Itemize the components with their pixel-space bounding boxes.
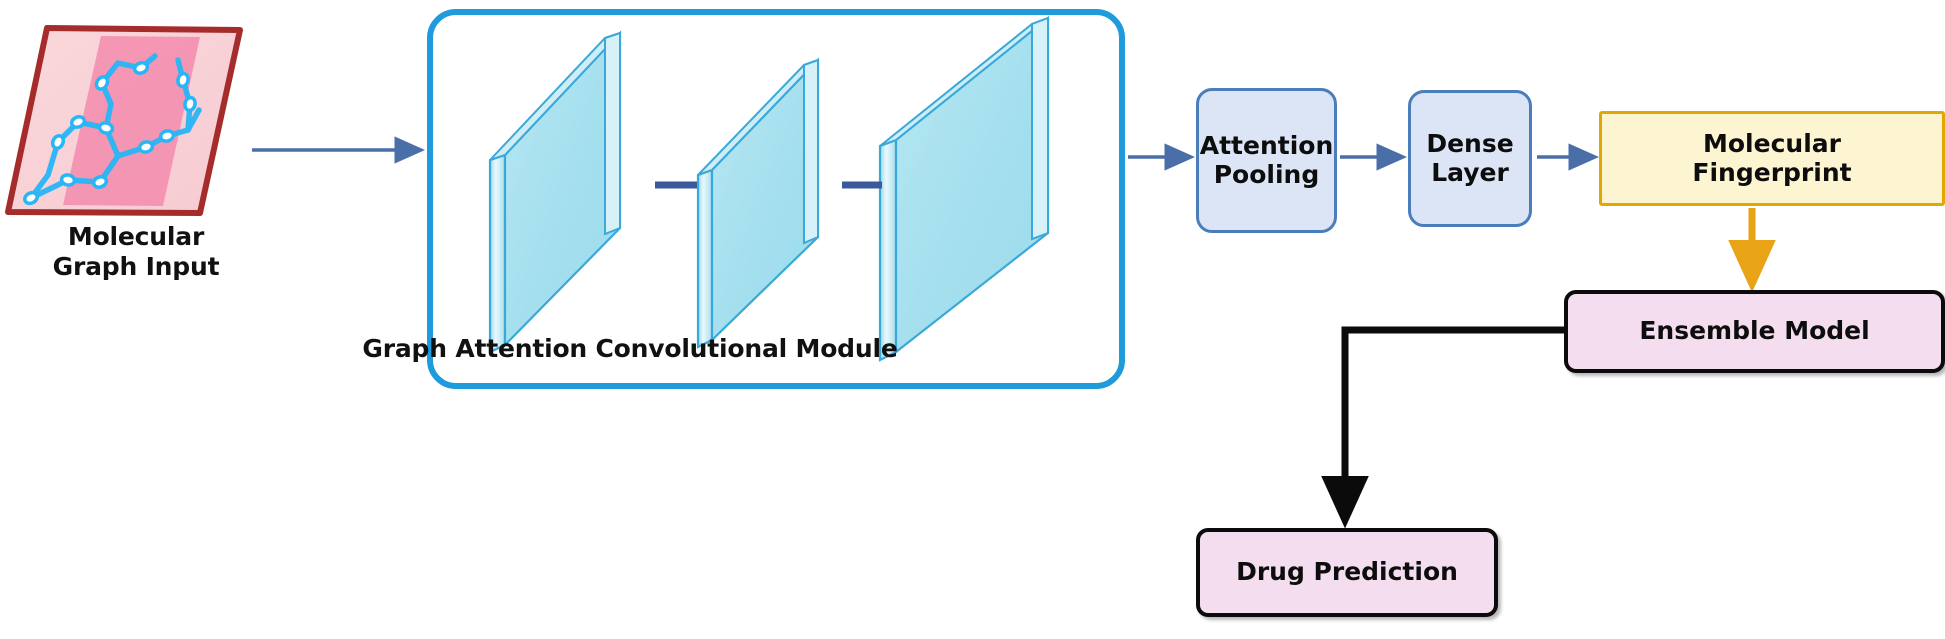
ensemble-model-block[interactable]: Ensemble Model (1564, 290, 1945, 373)
attention-pooling-block[interactable]: Attention Pooling (1196, 88, 1337, 233)
gat-layer-2 (696, 57, 820, 349)
molecular-fingerprint-block[interactable]: Molecular Fingerprint (1599, 111, 1945, 206)
molecule-atoms (23, 61, 197, 206)
arrow-ensemble-to-prediction (1321, 326, 1564, 529)
gat-layer-1 (488, 30, 622, 354)
gat-layer-3 (878, 15, 1050, 362)
drug-prediction-block[interactable]: Drug Prediction (1196, 528, 1498, 617)
gat-module-border (427, 9, 1125, 389)
molecular-graph-plate (5, 25, 243, 216)
dense-layer-block[interactable]: Dense Layer (1408, 90, 1532, 227)
